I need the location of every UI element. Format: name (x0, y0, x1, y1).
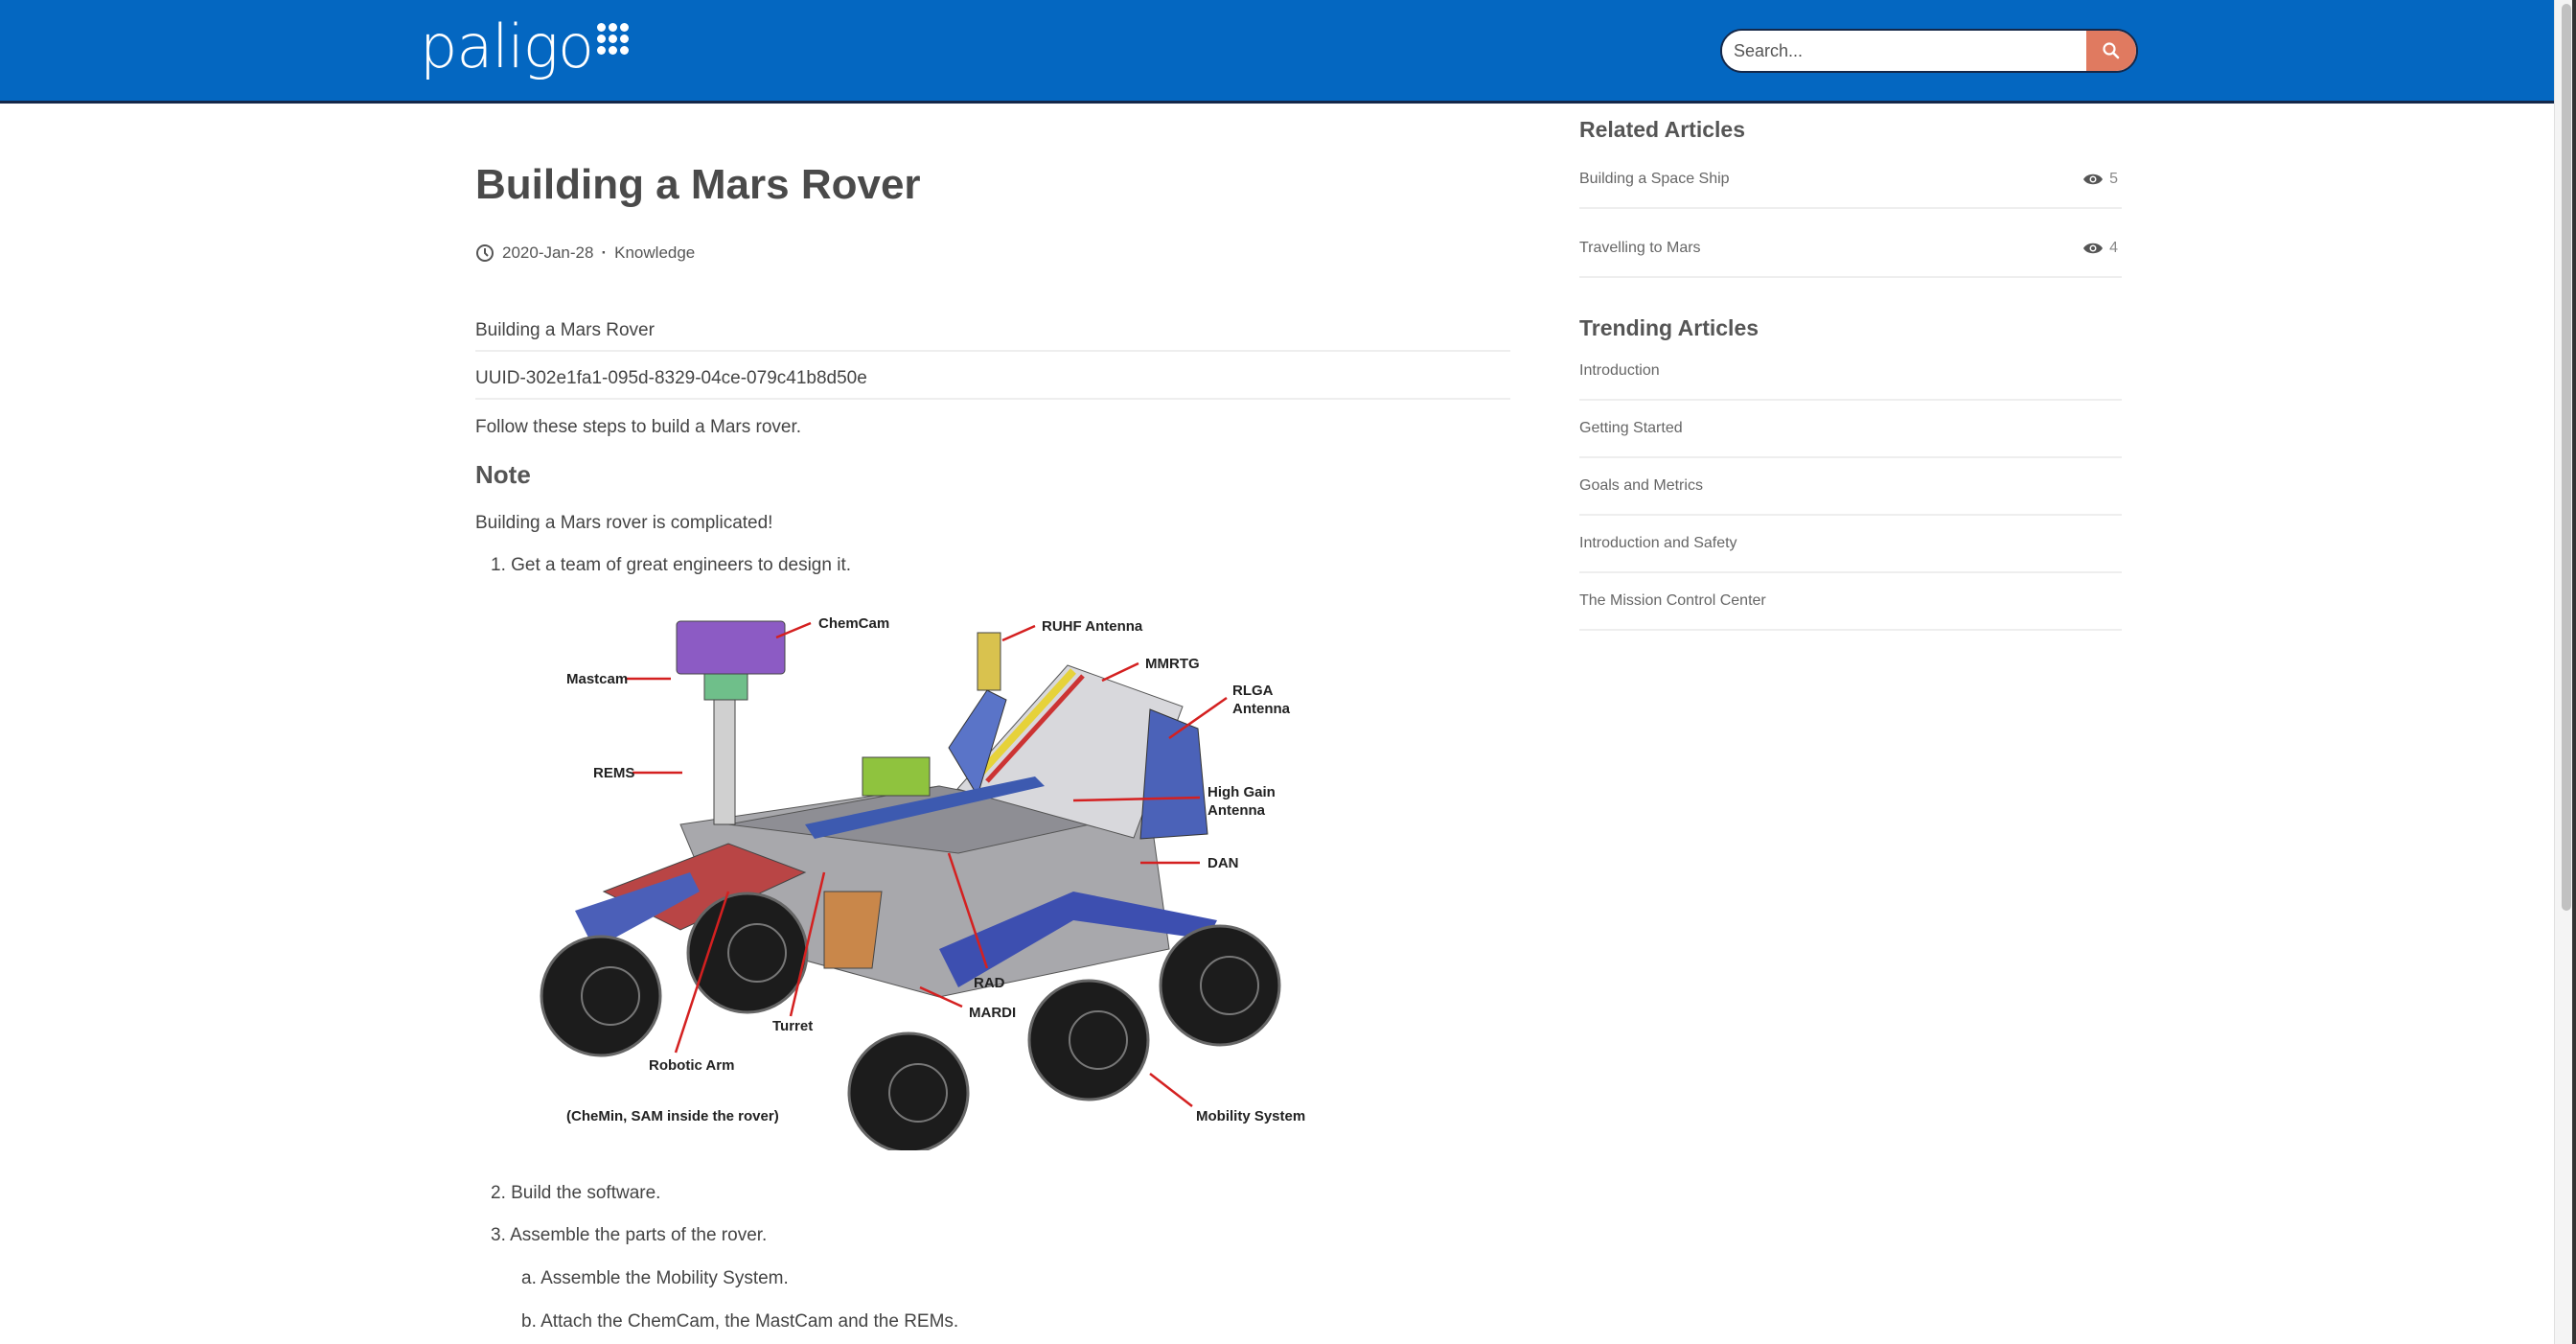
callout-arrow (1072, 796, 1201, 802)
figure-label-rad: RAD (974, 975, 1005, 991)
callout-arrow (1149, 1073, 1193, 1107)
related-article[interactable]: Building a Space Ship 5 (1579, 151, 2122, 209)
eye-icon (2083, 174, 2104, 185)
figure-label-mastcam: Mastcam (566, 671, 628, 687)
related-articles-heading: Related Articles (1579, 117, 1745, 142)
wheel (1027, 979, 1150, 1101)
paligo-logo[interactable]: paligo (420, 13, 629, 81)
figure-label-mardi: MARDI (969, 1005, 1016, 1021)
logo-text: paligo (420, 12, 594, 81)
trending-article[interactable]: Introduction (1579, 343, 2122, 401)
callout-arrow (919, 985, 963, 1008)
search-box (1720, 29, 2138, 73)
related-article[interactable]: Travelling to Mars 4 (1579, 220, 2122, 278)
figure-label-mmrtg: MMRTG (1145, 656, 1200, 672)
wheel-hub (1069, 1010, 1128, 1070)
step-3a: a. Assemble the Mobility System. (521, 1268, 789, 1288)
figure-label-rlga1: RLGA (1232, 683, 1274, 699)
figure-label-rems: REMS (593, 765, 634, 781)
wheel (686, 892, 809, 1014)
intro-text: Follow these steps to build a Mars rover… (475, 417, 802, 437)
figure-label-chemcam: ChemCam (818, 615, 889, 632)
scrollbar[interactable] (2554, 0, 2576, 1344)
window-edge (2572, 0, 2576, 1344)
figure-label-chemin: (CheMin, SAM inside the rover) (566, 1108, 779, 1124)
view-count: 4 (2082, 240, 2118, 257)
divider (475, 350, 1510, 352)
related-article-title[interactable]: Building a Space Ship (1579, 171, 1730, 187)
site-header: paligo (0, 0, 2554, 104)
article-category[interactable]: Knowledge (614, 243, 696, 262)
article-uuid: UUID-302e1fa1-095d-8329-04ce-079c41b8d50… (475, 368, 867, 388)
step-2: 2. Build the software. (491, 1183, 661, 1203)
view-count: 5 (2082, 171, 2118, 188)
article-meta: 2020-Jan-28 · Knowledge (475, 243, 695, 263)
eye-icon (2083, 243, 2104, 254)
figure-label-mobility: Mobility System (1196, 1108, 1305, 1124)
step-3b: b. Attach the ChemCam, the MastCam and t… (521, 1311, 959, 1332)
figure-label-hga1: High Gain (1208, 784, 1276, 800)
wheel-hub (581, 966, 640, 1026)
figure-label-hga2: Antenna (1208, 802, 1266, 819)
callout-arrow (789, 871, 826, 1017)
callout-arrow (775, 621, 812, 639)
trending-article[interactable]: Introduction and Safety (1579, 516, 2122, 573)
article-date: 2020-Jan-28 (502, 243, 594, 262)
callout-arrow (1168, 696, 1228, 740)
step-3: 3. Assemble the parts of the rover. (491, 1225, 768, 1245)
trending-articles-heading: Trending Articles (1579, 315, 1760, 340)
related-article-title[interactable]: Travelling to Mars (1579, 240, 1701, 256)
trending-article[interactable]: Getting Started (1579, 401, 2122, 458)
search-input[interactable] (1722, 31, 2086, 71)
figure-label-turret: Turret (772, 1018, 813, 1034)
callout-arrow (947, 852, 989, 969)
scrollbar-thumb[interactable] (2562, 4, 2571, 911)
note-heading: Note (475, 460, 531, 489)
wheel-hub (888, 1063, 948, 1123)
note-text: Building a Mars rover is complicated! (475, 513, 773, 533)
search-icon (2103, 42, 2120, 59)
step-1: 1. Get a team of great engineers to desi… (491, 555, 852, 575)
rover-illustration (575, 620, 1217, 998)
divider (475, 398, 1510, 400)
callout-arrow (1001, 624, 1036, 642)
figure-label-rlga2: Antenna (1232, 701, 1291, 717)
callout-arrow (1101, 661, 1139, 683)
separator: · (601, 243, 608, 262)
article-subtitle: Building a Mars Rover (475, 320, 655, 340)
callout-arrow (674, 891, 730, 1054)
page-title: Building a Mars Rover (475, 161, 921, 208)
wheel (540, 935, 662, 1057)
trending-article[interactable]: Goals and Metrics (1579, 458, 2122, 516)
search-button[interactable] (2086, 31, 2136, 71)
wheel (847, 1031, 970, 1150)
trending-article[interactable]: The Mission Control Center (1579, 573, 2122, 631)
wheel-hub (1200, 956, 1259, 1015)
clock-icon (476, 244, 494, 262)
figure-label-arm: Robotic Arm (649, 1057, 734, 1074)
wheel-hub (727, 923, 787, 983)
figure-label-ruhf1: RUHF Antenna (1042, 618, 1143, 635)
figure-label-dan: DAN (1208, 855, 1239, 871)
logo-dots-icon (596, 23, 629, 55)
wheel (1159, 924, 1281, 1047)
